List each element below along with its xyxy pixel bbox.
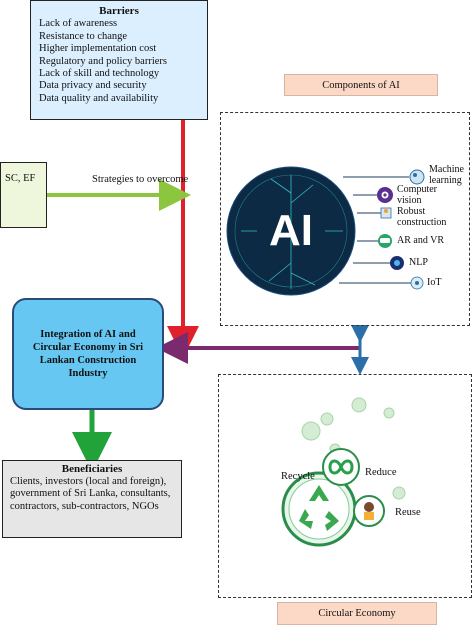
component-label: AR and VR bbox=[397, 235, 445, 246]
component-label: IoT bbox=[427, 277, 442, 288]
sc-ef-box: SC, EF bbox=[0, 162, 47, 228]
beneficiaries-text: Clients, investors (local and foreign), … bbox=[10, 476, 171, 512]
barrier-item: Data quality and availability bbox=[39, 92, 159, 104]
eye-icon bbox=[377, 187, 393, 203]
barrier-item: Resistance to change bbox=[39, 30, 128, 42]
ce-graphic bbox=[281, 397, 406, 547]
barriers-box: Barriers Lack of awareness Resistance to… bbox=[30, 0, 208, 120]
iot-icon bbox=[410, 276, 424, 290]
circular-economy-title: Circular Economy bbox=[318, 608, 396, 619]
integration-label: Integration of AI and Circular Economy i… bbox=[32, 329, 144, 379]
beneficiaries-title: Beneficiaries bbox=[61, 463, 123, 475]
recycle-label: Recycle bbox=[281, 471, 315, 482]
barrier-item: Lack of awareness bbox=[39, 18, 118, 30]
components-ai-title: Components of AI bbox=[322, 79, 400, 91]
barriers-title: Barriers bbox=[99, 5, 139, 17]
sc-ef-label: SC, EF bbox=[5, 173, 36, 184]
strategies-label: Strategies to overcome bbox=[92, 174, 189, 185]
barrier-item: Data privacy and security bbox=[39, 80, 147, 92]
vr-headset-icon bbox=[378, 234, 392, 248]
reduce-label: Reduce bbox=[365, 467, 397, 478]
beneficiaries-box: Beneficiaries Clients, investors (local … bbox=[2, 460, 182, 538]
components-ai-label: Components of AI bbox=[284, 74, 438, 96]
reduce-icon bbox=[322, 448, 360, 486]
ai-components-panel: AI Machine learning Computer vis bbox=[220, 112, 470, 326]
barrier-item: Regulatory and policy barriers bbox=[39, 55, 167, 67]
nlp-icon bbox=[390, 256, 404, 270]
reuse-icon bbox=[353, 495, 385, 527]
robot-arm-icon bbox=[380, 207, 392, 219]
component-label: NLP bbox=[409, 257, 428, 268]
brain-icon bbox=[409, 169, 425, 185]
component-label: Machine learning bbox=[429, 164, 464, 186]
circular-economy-label: Circular Economy bbox=[277, 602, 437, 625]
barrier-item: Higher implementation cost bbox=[39, 43, 157, 55]
circular-economy-panel: Recycle Reduce Reuse bbox=[218, 374, 472, 598]
integration-box: Integration of AI and Circular Economy i… bbox=[12, 298, 164, 410]
ai-center-text: AI bbox=[269, 206, 313, 255]
component-label: Computer vision bbox=[397, 184, 437, 206]
ai-graphic: AI bbox=[226, 166, 425, 296]
reuse-label: Reuse bbox=[395, 507, 421, 518]
component-label: Robust construction bbox=[397, 206, 447, 228]
ai-circle-icon: AI bbox=[226, 166, 356, 296]
recycle-icon bbox=[281, 471, 357, 547]
barrier-item: Lack of skill and technology bbox=[39, 68, 160, 80]
